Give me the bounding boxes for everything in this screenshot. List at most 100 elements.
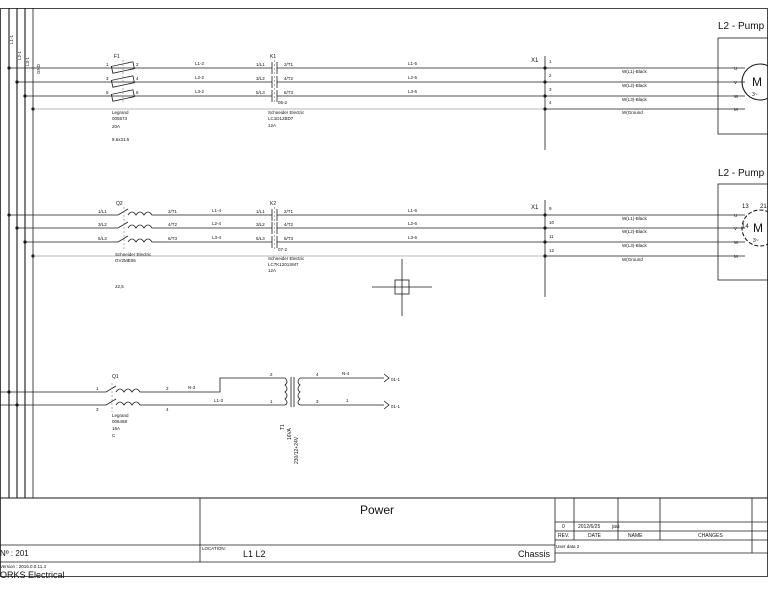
- pin-label: 3/L2: [256, 222, 265, 227]
- pin-label: 3: [106, 76, 109, 81]
- wire-label: L3-6: [408, 235, 418, 240]
- motor-phase: 3~: [753, 238, 759, 244]
- pin-label: 5/L3: [98, 236, 107, 241]
- motor-1: L2 - Pump U V W M M 3~: [717, 21, 768, 135]
- fuse-mfr: Legrand: [112, 110, 129, 115]
- bus-label: L3-1: [25, 56, 30, 66]
- pin-label: 1: [96, 386, 99, 391]
- breaker-rating: 16A: [112, 426, 120, 431]
- fuse-size: 8.5x31.5: [112, 137, 130, 142]
- wire-label: W(L1)-Black: [622, 69, 648, 74]
- pin-label: 1: [106, 62, 109, 67]
- motor-pin: U: [734, 66, 737, 71]
- wire-label: L1-6: [408, 208, 418, 213]
- bus-label: GND: [36, 63, 41, 74]
- wire-label: L1-4: [212, 208, 222, 213]
- pin-label: 5: [106, 90, 109, 95]
- motor-number: 21: [760, 204, 767, 210]
- terminal-tag: X1: [531, 58, 539, 64]
- sheet-title: Power: [360, 503, 394, 517]
- motor-pin: V: [734, 80, 737, 85]
- wire-label: W(L2)-Black: [622, 229, 648, 234]
- terminal-number: 1: [549, 59, 552, 64]
- revision-number: 0: [562, 524, 565, 530]
- pin-label: 3: [316, 399, 319, 404]
- chassis-label: Chassis: [518, 549, 551, 559]
- fuse-tag: F1: [114, 54, 120, 60]
- col-name: NAME: [628, 533, 643, 539]
- motor-symbol: M: [753, 221, 763, 235]
- pin-label: 5/L3: [256, 236, 265, 241]
- supply-buses: L1-1 L2-1 L3-1 GND: [8, 8, 41, 498]
- motor-phase: 3~: [752, 92, 758, 98]
- pin-label: 2/T1: [168, 209, 178, 214]
- pin-label: 6/T3: [284, 90, 294, 95]
- wire-label: W(L2)-Black: [622, 83, 648, 88]
- revision-date: 2012/6/25: [578, 524, 600, 530]
- contactor-mfr: Schneider Electric: [268, 110, 305, 115]
- pin-label: 1/L1: [98, 209, 107, 214]
- pin-label: 1/L1: [256, 209, 265, 214]
- transformer-t1: 2 1 4 3 T1 16VA 230/12+24V: [270, 372, 319, 464]
- circuit-1: F1 1 2 3 4 5 6 Legrand 005573 20A 8.5x31…: [7, 21, 768, 150]
- contactor-sub: 05-2: [278, 100, 288, 105]
- pin-label: 1/L1: [256, 62, 265, 67]
- motor-pin: W: [734, 240, 739, 245]
- pin-label: 6/T3: [168, 236, 178, 241]
- col-changes: CHANGES: [698, 533, 723, 539]
- cross-reference[interactable]: 01-1: [391, 404, 401, 409]
- fuse-part: 005573: [112, 116, 128, 121]
- contactor-tag: K2: [270, 201, 276, 207]
- motor-pin: M: [734, 254, 738, 259]
- wire-label: L2-5: [408, 75, 418, 80]
- breaker-q1: Q1 1 2 3 4 Legrand 006468 16A C: [96, 374, 169, 438]
- transformer-tag: T1: [280, 424, 286, 430]
- pin-label: 2: [136, 62, 139, 67]
- transformer-voltage: 230/12+24V: [294, 436, 300, 464]
- breaker-rating: 22,5: [115, 284, 124, 289]
- pin-label: 4/T2: [284, 76, 294, 81]
- pin-label: 6: [136, 90, 139, 95]
- motor-symbol: M: [752, 75, 762, 89]
- wire-label: L3-5: [408, 89, 418, 94]
- wire-label: L2-4: [212, 221, 222, 226]
- pin-label: 2: [166, 386, 169, 391]
- wire-label: 1: [346, 398, 349, 403]
- revision-author: javi: [611, 524, 620, 530]
- wire-label: W(L3)-Black: [622, 97, 648, 102]
- cross-reference[interactable]: 01-1: [391, 377, 401, 382]
- pin-label: 4: [316, 372, 319, 377]
- software-version: Version : 2016.0.0.11.4: [0, 564, 46, 569]
- terminal-number: 12: [549, 248, 555, 253]
- pin-label: 3/L2: [256, 76, 265, 81]
- user-data: User data 2: [556, 544, 580, 549]
- terminal-number: 11: [549, 234, 554, 239]
- motor-title: L2 - Pump: [718, 21, 765, 32]
- wire-label: L2-2: [195, 75, 205, 80]
- contactor-k2: K2 1/L1 2/T1 3/L2 4/T2 5/L3 6/T3 07-2 Sc…: [256, 201, 305, 273]
- col-rev: REV.: [558, 533, 569, 539]
- motor-symbol-circle: [741, 63, 768, 101]
- motor-title: L2 - Pump: [718, 168, 765, 179]
- pin-label: 2: [270, 372, 273, 377]
- pin-label: 4/T2: [168, 222, 178, 227]
- contactor-part: LC1D12BD7: [268, 116, 294, 121]
- pin-label: 4/T2: [284, 222, 294, 227]
- terminal-number: 4: [549, 100, 552, 105]
- contactor-rating: 12A: [268, 123, 276, 128]
- terminal-tag: X1: [531, 205, 539, 211]
- terminal-strip-x1-lower: X1 9 10 11 12: [531, 200, 555, 297]
- contactor-rating: 12A: [268, 268, 276, 273]
- contactor-tag: K1: [270, 54, 276, 60]
- company-name: ORKS Electrical: [0, 570, 65, 580]
- motor-pin: V: [734, 226, 737, 231]
- wire-label: W(L3)-Black: [622, 243, 648, 248]
- circuit-2: Q2 1/L1 3/L2 5/L3 2/T1 4/T2 6/T3 Schneid…: [7, 168, 768, 297]
- pin-label: 2/T1: [284, 209, 294, 214]
- motor-number: 13: [742, 204, 749, 210]
- motor-2: L2 - Pump U V W M 13 14 21 M 3~: [717, 168, 768, 281]
- terminal-number: 3: [549, 87, 552, 92]
- wire-label: N-4: [342, 371, 350, 376]
- circuit-3: Q1 1 2 3 4 Legrand 006468 16A C N-3 L1-3…: [0, 371, 401, 464]
